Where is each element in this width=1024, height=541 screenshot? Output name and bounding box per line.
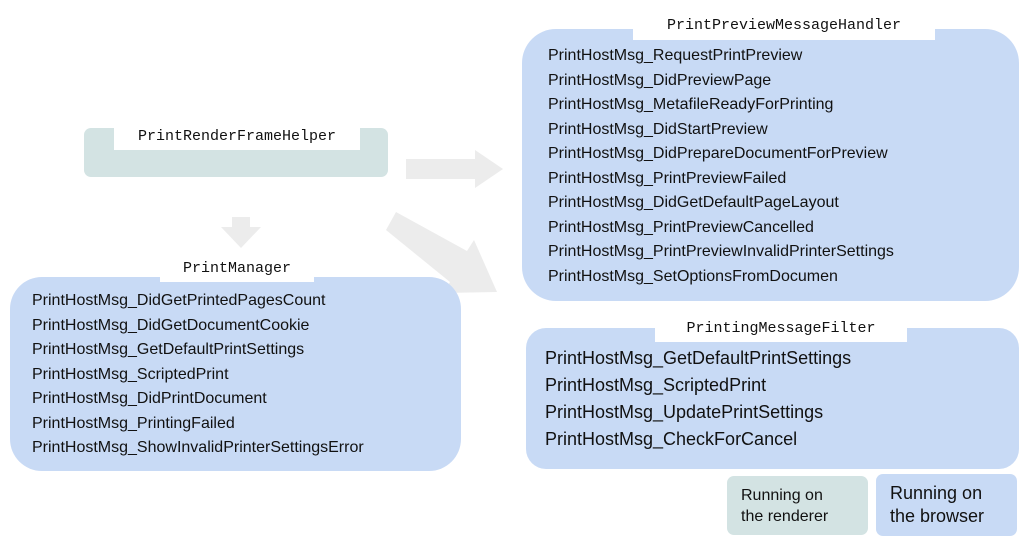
legend-browser: Running on the browser [876,474,1017,536]
legend-browser-label: Running on the browser [890,483,985,526]
arrow-to-print-manager [221,217,261,248]
message-item: PrintHostMsg_ScriptedPrint [545,375,767,395]
arrow-to-preview-handler [406,150,503,188]
message-item: PrintHostMsg_DidStartPreview [548,120,768,138]
message-item: PrintHostMsg_PrintPreviewFailed [548,169,787,187]
print-preview-message-handler-title: PrintPreviewMessageHandler [633,15,935,40]
legend-renderer: Running on the renderer [727,476,868,535]
message-item: PrintHostMsg_DidGetDocumentCookie [32,316,310,334]
message-item: PrintHostMsg_GetDefaultPrintSettings [32,341,305,358]
message-item: PrintHostMsg_PrintingFailed [32,414,235,432]
message-item: PrintHostMsg_RequestPrintPreview [548,47,803,64]
message-item: PrintHostMsg_DidGetDefaultPageLayout [548,194,839,211]
printing-message-filter-box [526,328,1019,469]
print-render-frame-helper-title: PrintRenderFrameHelper [114,125,360,150]
arrow-to-printing-message-filter [386,212,497,293]
legend-renderer-label: Running on the renderer [741,487,829,525]
print-manager-messages: PrintHostMsg_DidGetPrintedPagesCount Pri… [32,289,364,461]
message-item: PrintHostMsg_PrintPreviewCancelled [548,218,814,236]
message-item: PrintHostMsg_DidGetPrintedPagesCount [32,292,326,309]
print-manager-title: PrintManager [160,258,314,282]
message-item: PrintHostMsg_PrintPreviewInvalidPrinterS… [548,243,894,260]
message-item: PrintHostMsg_DidPreviewPage [548,71,772,89]
message-item: PrintHostMsg_CheckForCancel [545,429,798,449]
print-preview-message-handler-messages: PrintHostMsg_RequestPrintPreview PrintHo… [548,44,894,289]
message-item: PrintHostMsg_UpdatePrintSettings [545,402,824,422]
message-item: PrintHostMsg_SetOptionsFromDocumen [548,267,838,285]
print-preview-message-handler-box [522,29,1019,301]
message-item: PrintHostMsg_MetafileReadyForPrinting [548,96,834,113]
printing-message-filter-messages: PrintHostMsg_GetDefaultPrintSettings Pri… [545,345,851,453]
message-item: PrintHostMsg_ScriptedPrint [32,365,229,383]
message-item: PrintHostMsg_DidPrepareDocumentForPrevie… [548,145,888,162]
message-item: PrintHostMsg_ShowInvalidPrinterSettingsE… [32,439,364,456]
message-item: PrintHostMsg_GetDefaultPrintSettings [545,348,852,368]
printing-message-filter-title: PrintingMessageFilter [655,318,907,342]
message-item: PrintHostMsg_DidPrintDocument [32,390,267,407]
print-manager-box [10,277,461,471]
